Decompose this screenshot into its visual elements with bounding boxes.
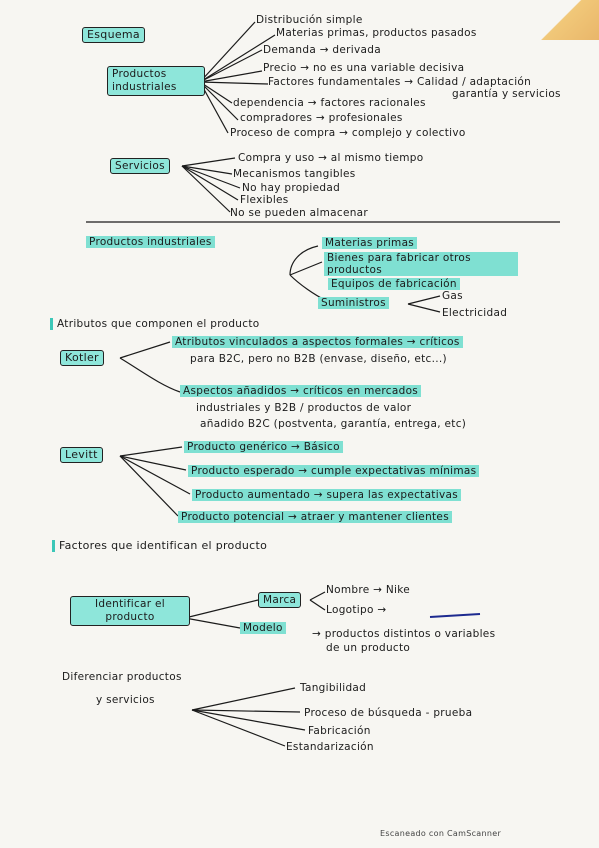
servicios-label: Servicios <box>110 158 170 174</box>
serv-item-1: Compra y uso → al mismo tiempo <box>238 152 424 164</box>
levitt-label: Levitt <box>60 447 103 463</box>
pi2-item-2: Bienes para fabricar otros productos <box>324 252 518 276</box>
pi2-item-4: Suministros <box>318 297 389 309</box>
diferenciar-label: Diferenciar productos <box>62 671 182 683</box>
page-corner-fold <box>509 0 599 40</box>
pi2-item-3: Equipos de fabricación <box>328 278 460 290</box>
pi-item-4: Precio → no es una variable decisiva <box>263 62 465 74</box>
serv-item-5: No se pueden almacenar <box>230 207 369 219</box>
pi-item-9: Proceso de compra → complejo y colectivo <box>230 127 466 139</box>
marca-label: Marca <box>258 592 302 608</box>
esquema-title: Esquema <box>82 27 145 43</box>
serv-item-2: Mecanismos tangibles <box>233 168 356 180</box>
identificar-label: Identificar el producto <box>70 596 190 626</box>
productos-industriales-label: Productos industriales <box>107 66 205 96</box>
pi-item-1: Distribución simple <box>256 14 363 26</box>
levitt-item-4: Producto potencial → atraer y mantener c… <box>178 511 452 523</box>
levitt-item-1: Producto genérico → Básico <box>184 441 343 453</box>
pi-item-5: Factores fundamentales → Calidad / adapt… <box>268 76 532 88</box>
levitt-item-2: Producto esperado → cumple expectativas … <box>188 465 480 477</box>
modelo-text-2: de un producto <box>326 642 411 654</box>
marca-item-logotipo: Logotipo → <box>326 604 387 616</box>
kotler-item-2: para B2C, pero no B2B (envase, diseño, e… <box>190 353 447 365</box>
modelo-label: Modelo <box>240 622 286 634</box>
serv-item-4: Flexibles <box>240 194 289 206</box>
pi-item-6: garantía y servicios <box>452 88 561 100</box>
factores-title: Factores que identifican el producto <box>52 540 267 552</box>
kotler-item-3: Aspectos añadidos → críticos en mercados <box>180 385 422 397</box>
kotler-label: Kotler <box>60 350 104 366</box>
levitt-item-3: Producto aumentado → supera las expectat… <box>192 489 461 501</box>
scanner-footer: Escaneado con CamScanner <box>380 829 502 838</box>
dif-item-3: Fabricación <box>308 725 371 737</box>
atributos-title: Atributos que componen el producto <box>50 318 259 330</box>
productos-industriales-2-label: Productos industriales <box>86 236 215 248</box>
kotler-item-5: añadido B2C (postventa, garantía, entreg… <box>200 418 467 430</box>
marca-item-nombre: Nombre → Nike <box>326 584 411 596</box>
pi-item-2: Materias primas, productos pasados <box>276 27 477 39</box>
modelo-text: → productos distintos o variables <box>312 628 496 640</box>
kotler-item-1: Atributos vinculados a aspectos formales… <box>172 336 463 348</box>
pi2-item-1: Materias primas <box>322 237 418 249</box>
pi-item-3: Demanda → derivada <box>263 44 381 56</box>
dif-item-1: Tangibilidad <box>300 682 367 694</box>
pi-item-7: dependencia → factores racionales <box>233 97 426 109</box>
suministro-electricidad: Electricidad <box>442 307 508 319</box>
diferenciar-label-2: y servicios <box>96 694 155 706</box>
dif-item-2: Proceso de búsqueda - prueba <box>304 707 473 719</box>
dif-item-4: Estandarización <box>286 741 374 753</box>
serv-item-3: No hay propiedad <box>242 182 341 194</box>
kotler-item-4: industriales y B2B / productos de valor <box>196 402 412 414</box>
pi-item-8: compradores → profesionales <box>240 112 403 124</box>
suministro-gas: Gas <box>442 290 463 302</box>
